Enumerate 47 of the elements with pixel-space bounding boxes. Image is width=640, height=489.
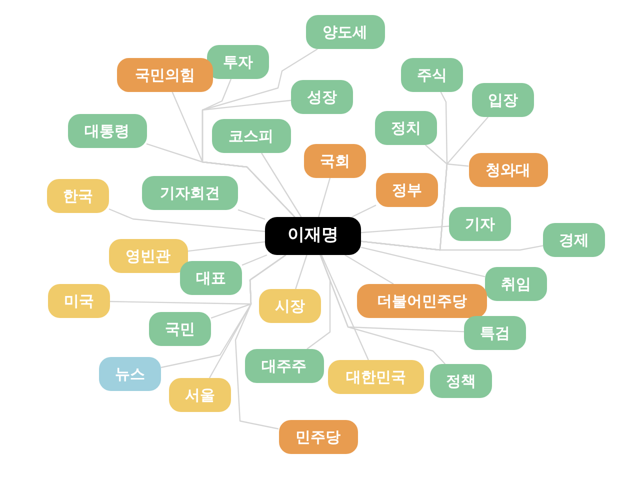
keyword-node: 투자	[207, 45, 269, 79]
keyword-node: 정부	[376, 173, 438, 207]
connector-line	[360, 226, 450, 234]
keyword-node: 대주주	[244, 349, 324, 383]
connector-line	[320, 254, 446, 364]
connector-line	[146, 143, 296, 218]
connector-line	[344, 254, 394, 285]
keyword-node: 미국	[48, 284, 110, 318]
keyword-node: 경제	[543, 223, 605, 257]
keyword-node: 주식	[401, 58, 463, 92]
center-keyword-node: 이재명	[265, 217, 361, 255]
keyword-node: 정책	[430, 364, 492, 398]
keyword-node: 대통령	[68, 114, 146, 148]
keyword-node: 코스피	[212, 119, 290, 153]
connector-line	[108, 208, 266, 232]
connector-line	[234, 254, 286, 430]
keyword-node: 취임	[485, 267, 547, 301]
keyword-node: 청와대	[468, 153, 548, 187]
keyword-node: 한국	[47, 179, 109, 213]
keyword-node: 성장	[291, 80, 353, 114]
connector-line	[295, 254, 308, 290]
keyword-node: 양도세	[306, 15, 384, 49]
keyword-node: 뉴스	[99, 357, 161, 391]
keyword-node: 영빈관	[108, 239, 188, 273]
connector-line	[360, 246, 486, 278]
keyword-node: 대한민국	[328, 360, 424, 394]
keyword-node: 국회	[304, 144, 366, 178]
connector-line	[352, 204, 376, 218]
connector-line	[360, 240, 544, 251]
connector-line	[320, 254, 369, 360]
keyword-node: 특검	[464, 316, 526, 350]
connector-line	[238, 209, 266, 220]
keyword-node: 기자	[449, 207, 511, 241]
keyword-node: 서울	[169, 378, 231, 412]
connector-line	[187, 241, 266, 252]
connector-line	[261, 152, 302, 218]
keyword-node: 국민의힘	[117, 58, 213, 92]
keyword-node: 시장	[259, 289, 321, 323]
keyword-node: 국민	[149, 312, 211, 346]
keyword-node: 입장	[472, 83, 534, 117]
keyword-node: 더불어민주당	[357, 284, 487, 318]
keyword-node: 정치	[375, 111, 437, 145]
keyword-node: 대표	[180, 261, 242, 295]
connector-line	[318, 178, 331, 218]
keyword-node: 기자회견	[142, 176, 238, 210]
keyword-node: 민주당	[278, 420, 358, 454]
connector-line	[242, 254, 268, 266]
